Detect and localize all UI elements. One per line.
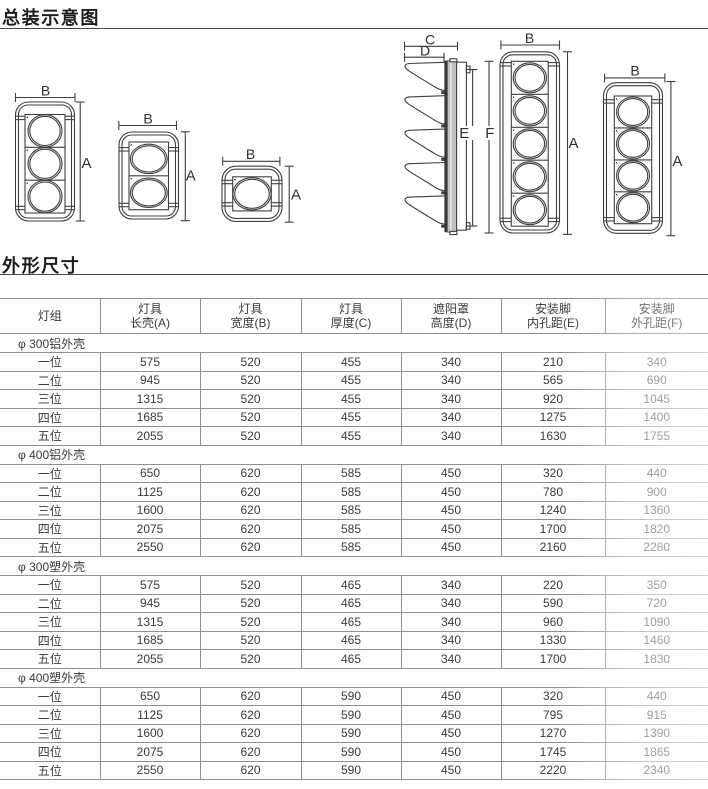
svg-text:B: B [143,111,152,127]
svg-text:F: F [485,125,494,142]
svg-text:D: D [420,42,430,58]
svg-text:A: A [568,135,578,152]
svg-text:A: A [291,186,301,203]
svg-text:A: A [672,153,682,170]
svg-text:B: B [630,63,639,79]
svg-text:E: E [459,125,469,142]
svg-text:B: B [525,30,534,46]
svg-text:B: B [246,146,255,162]
svg-text:A: A [81,155,91,172]
svg-text:B: B [41,83,50,99]
svg-text:A: A [186,168,196,185]
svg-text:C: C [425,31,435,47]
